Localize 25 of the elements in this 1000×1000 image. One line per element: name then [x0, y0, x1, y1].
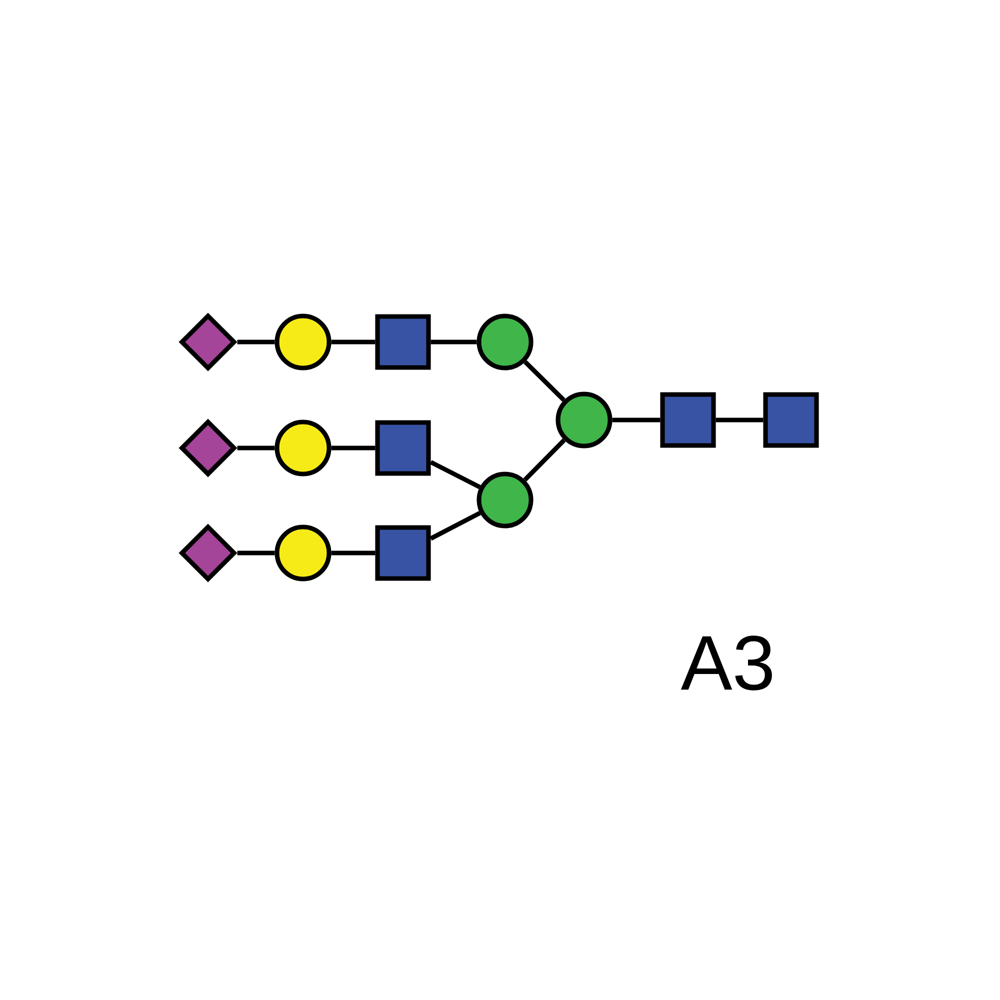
- connector-line: [524, 360, 566, 402]
- square-symbol: [660, 392, 716, 448]
- connector-line: [331, 446, 376, 450]
- circle-symbol: [274, 314, 332, 370]
- connector-line: [430, 460, 481, 490]
- connector-line: [612, 418, 660, 422]
- connector-line: [331, 550, 376, 556]
- circle-symbol: [556, 392, 612, 448]
- square-symbol: [375, 420, 431, 476]
- connector-line: [716, 418, 764, 422]
- connector-line: [237, 550, 275, 556]
- circle-symbol: [274, 524, 332, 582]
- connector-line: [523, 438, 566, 482]
- connector-line: [237, 340, 275, 344]
- connector-line: [430, 340, 477, 344]
- structure-label: A3: [680, 636, 772, 690]
- connector-line: [237, 446, 275, 450]
- circle-symbol: [476, 472, 534, 528]
- square-symbol: [763, 392, 819, 448]
- connector-line: [331, 340, 376, 344]
- circle-symbol: [476, 314, 534, 370]
- circle-symbol: [274, 420, 332, 476]
- square-symbol: [375, 525, 431, 581]
- connector-line: [430, 511, 481, 541]
- square-symbol: [375, 314, 431, 370]
